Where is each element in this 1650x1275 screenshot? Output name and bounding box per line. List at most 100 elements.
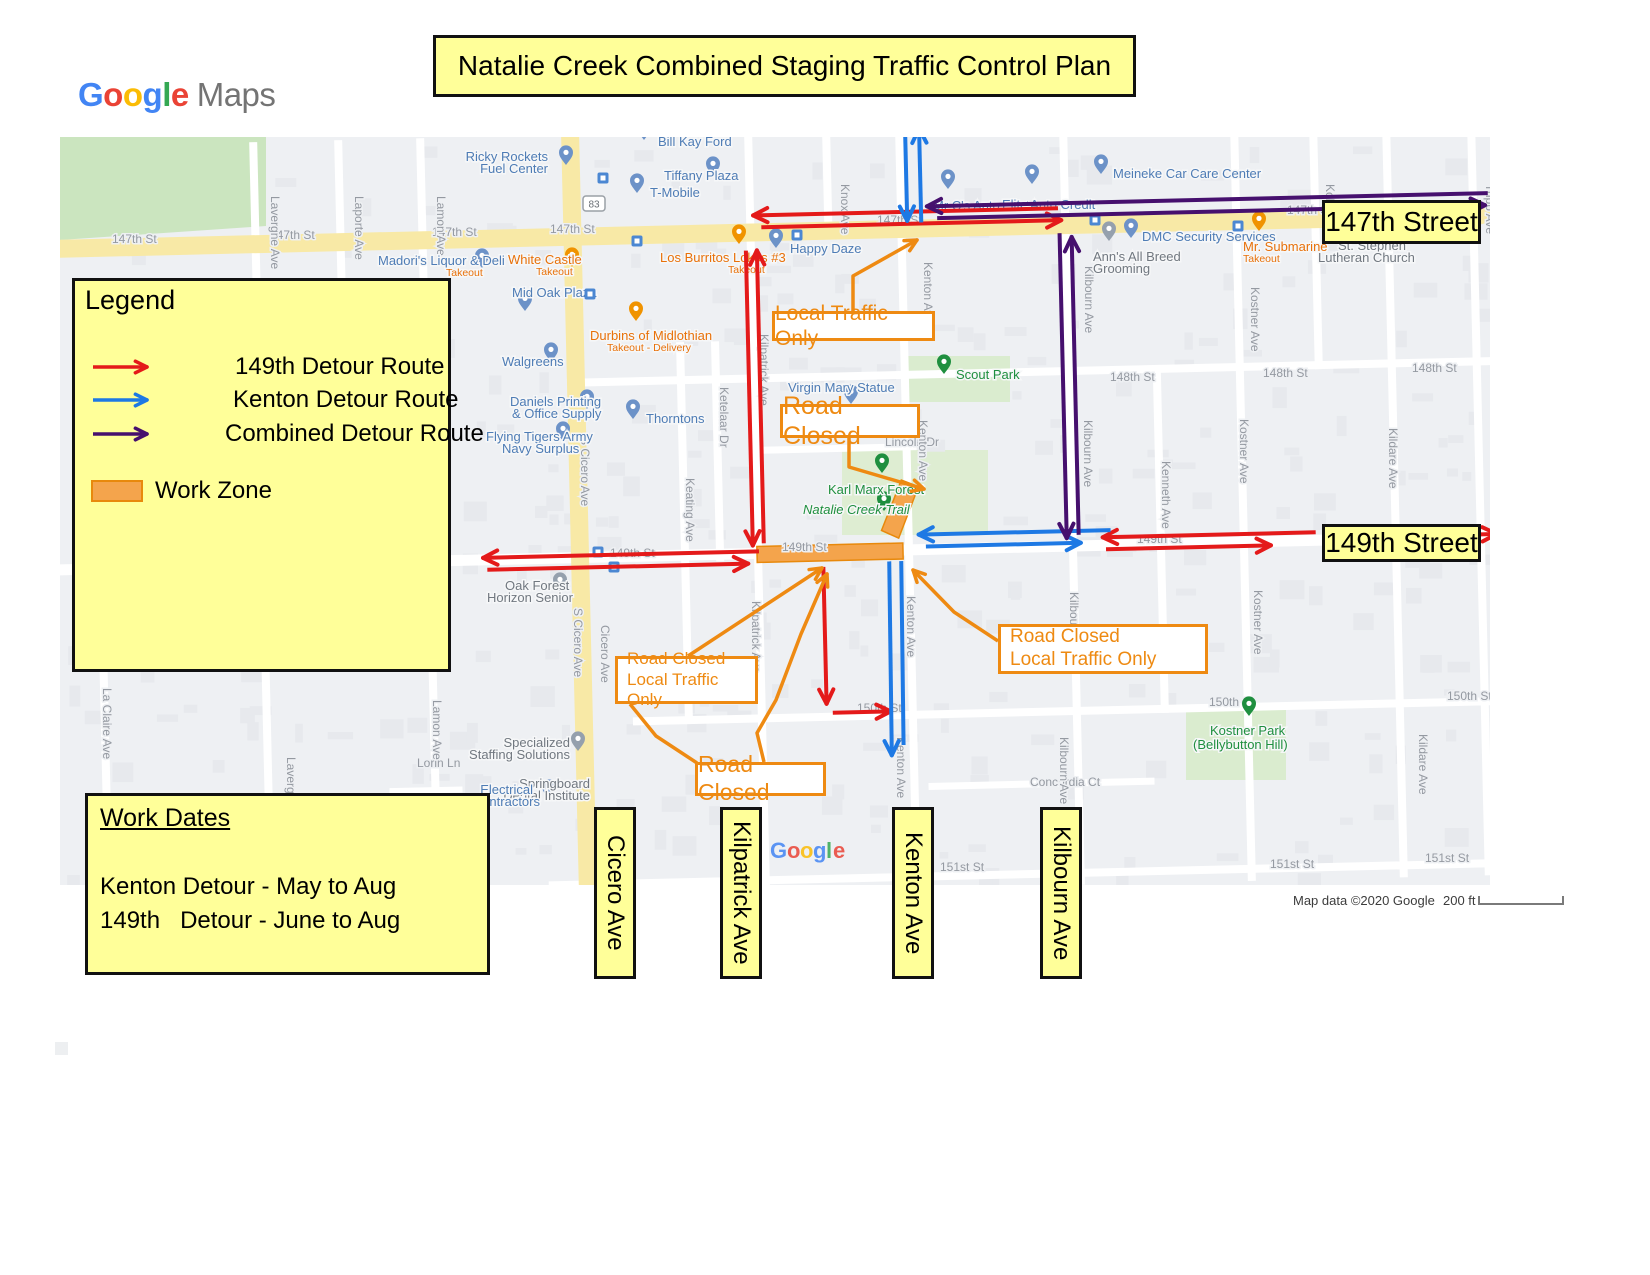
svg-text:Ketelaar Dr: Ketelaar Dr (717, 387, 731, 448)
maps-logo-word: Maps (196, 76, 276, 113)
closure-leader-lines (628, 238, 999, 765)
poi-pins (475, 137, 1266, 799)
svg-text:Lorin Ln: Lorin Ln (417, 756, 460, 770)
road-closed-kenton-north-label: Road Closed (780, 392, 920, 450)
svg-text:g: g (813, 838, 826, 863)
svg-text:Lutheran Church: Lutheran Church (1318, 250, 1415, 265)
svg-text:83: 83 (588, 200, 600, 211)
svg-text:Daniels Printing: Daniels Printing (510, 394, 601, 409)
local-traffic-only-147th-label: Local Traffic Only (772, 302, 935, 350)
orange-poi-pin (732, 224, 746, 244)
svg-text:Mid Oak Plaza: Mid Oak Plaza (512, 285, 597, 300)
svg-text:Scout Park: Scout Park (956, 367, 1020, 382)
scale-label: 200 ft (1443, 893, 1476, 908)
svg-text:Concordia Ct: Concordia Ct (1030, 775, 1101, 789)
svg-text:Lamon Ave: Lamon Ave (430, 700, 444, 760)
svg-text:l: l (826, 838, 832, 863)
svg-text:Kenton Ave: Kenton Ave (921, 262, 935, 323)
svg-text:149th St: 149th St (782, 540, 827, 554)
route-83-shield: 83 (582, 195, 606, 212)
svg-text:Bill Kay Ford: Bill Kay Ford (658, 134, 732, 149)
svg-text:Kilbourn Ave: Kilbourn Ave (1057, 737, 1071, 804)
svg-text:T-Mobile: T-Mobile (650, 185, 700, 200)
svg-text:Lavergne Ave: Lavergne Ave (268, 196, 282, 269)
149th-detour-route (481, 205, 1490, 721)
legend-arrow-icon (93, 359, 149, 375)
legend-item-label: Kenton Detour Route (233, 386, 459, 413)
svg-text:G: G (770, 838, 787, 863)
gray-poi-pin (571, 731, 585, 751)
svg-text:151st St: 151st St (1270, 857, 1315, 871)
legend-arrow-icon (93, 426, 149, 442)
blue-poi-pin (475, 248, 489, 268)
svg-text:Natalie Creek Trail: Natalie Creek Trail (803, 502, 911, 517)
green-poi-pin (1242, 696, 1256, 716)
svg-text:Laporte Ave: Laporte Ave (352, 196, 366, 260)
map-data-credit: Map data ©2020 Google (1293, 893, 1435, 908)
svg-text:Lamon Ave: Lamon Ave (434, 196, 448, 256)
svg-text:Kilbourn Ave: Kilbourn Ave (1081, 420, 1095, 487)
svg-text:Staffing Solutions: Staffing Solutions (469, 747, 570, 762)
svg-text:Takeout - Delivery: Takeout - Delivery (607, 342, 692, 354)
work-dates-heading: Work Dates (100, 804, 231, 832)
blue-poi-pin (626, 399, 640, 419)
svg-text:Takeout: Takeout (446, 267, 483, 279)
blue-poi-pin (1025, 164, 1039, 184)
map-fragment (55, 1042, 68, 1055)
legend-item-0: 149th Detour Route (89, 353, 444, 381)
legend-item-1: Kenton Detour Route (89, 386, 458, 414)
plan-title-box: Natalie Creek Combined Staging Traffic C… (433, 35, 1136, 97)
svg-text:Durbins of Midlothian: Durbins of Midlothian (590, 328, 712, 343)
svg-text:e: e (833, 838, 845, 863)
svg-text:150th St: 150th St (1447, 689, 1492, 703)
legend-arrow-icon (93, 392, 149, 408)
street-label-kilbourn-ave: Kilbourn Ave (1040, 807, 1082, 979)
legend-item-label: Combined Detour Route (225, 420, 484, 447)
svg-text:Specialized: Specialized (504, 735, 571, 750)
google-logo-word: Google (78, 76, 189, 113)
street-label-kenton-ave: Kenton Ave (892, 807, 934, 979)
blue-poi-pin (559, 145, 573, 165)
svg-text:o: o (787, 838, 800, 863)
svg-text:Virgin Mary Statue: Virgin Mary Statue (788, 380, 895, 395)
svg-text:Walgreens: Walgreens (502, 354, 564, 369)
svg-text:Kildare Ave: Kildare Ave (1416, 734, 1430, 795)
svg-text:La Claire Ave: La Claire Ave (100, 688, 114, 759)
orange-poi-pin (565, 247, 579, 267)
green-poi-pin (877, 491, 891, 511)
svg-text:Takeout: Takeout (1243, 253, 1280, 265)
svg-text:Knox Ave: Knox Ave (838, 184, 852, 235)
svg-text:147th St: 147th St (550, 222, 595, 236)
svg-text:Takeout: Takeout (536, 266, 573, 278)
svg-text:Mr. Submarine: Mr. Submarine (1243, 239, 1328, 254)
blue-poi-pin (542, 779, 556, 799)
map-attribution: Map data ©2020 Google 200 ft (0, 893, 1650, 915)
legend-item-2: Combined Detour Route (89, 420, 484, 448)
street-label-147th-street: 147th Street (1322, 200, 1481, 244)
orange-poi-pin (1252, 211, 1266, 231)
blue-poi-pin (641, 137, 647, 140)
svg-text:Ann's All Breed: Ann's All Breed (1093, 249, 1181, 264)
blue-poi-pin (844, 384, 858, 404)
blue-poi-pin (518, 291, 532, 311)
svg-text:Happy Daze: Happy Daze (790, 241, 862, 256)
road-closed-kenton-south-label: Road Closed (695, 751, 826, 805)
svg-text:Ricky Rockets: Ricky Rockets (466, 149, 549, 164)
svg-text:Flying Tigers Army: Flying Tigers Army (486, 429, 593, 444)
svg-text:Kenton Ave: Kenton Ave (904, 596, 918, 657)
svg-text:Meineke Car Care Center: Meineke Car Care Center (1113, 166, 1262, 181)
street-label-kilpatrick-ave: Kilpatrick Ave (720, 807, 762, 979)
street-label-149th-street: 149th Street (1322, 524, 1481, 562)
svg-text:Electrical: Electrical (480, 782, 533, 797)
svg-text:Kilbourn Ave: Kilbourn Ave (1082, 266, 1096, 333)
svg-text:Thorntons: Thorntons (646, 411, 705, 426)
svg-text:Kenneth Ave: Kenneth Ave (1159, 461, 1173, 529)
blue-poi-pin (630, 173, 644, 193)
svg-text:148th St: 148th St (1412, 361, 1457, 375)
svg-text:Horizon Senior: Horizon Senior (487, 590, 574, 605)
legend-item-label: 149th Detour Route (235, 353, 445, 380)
